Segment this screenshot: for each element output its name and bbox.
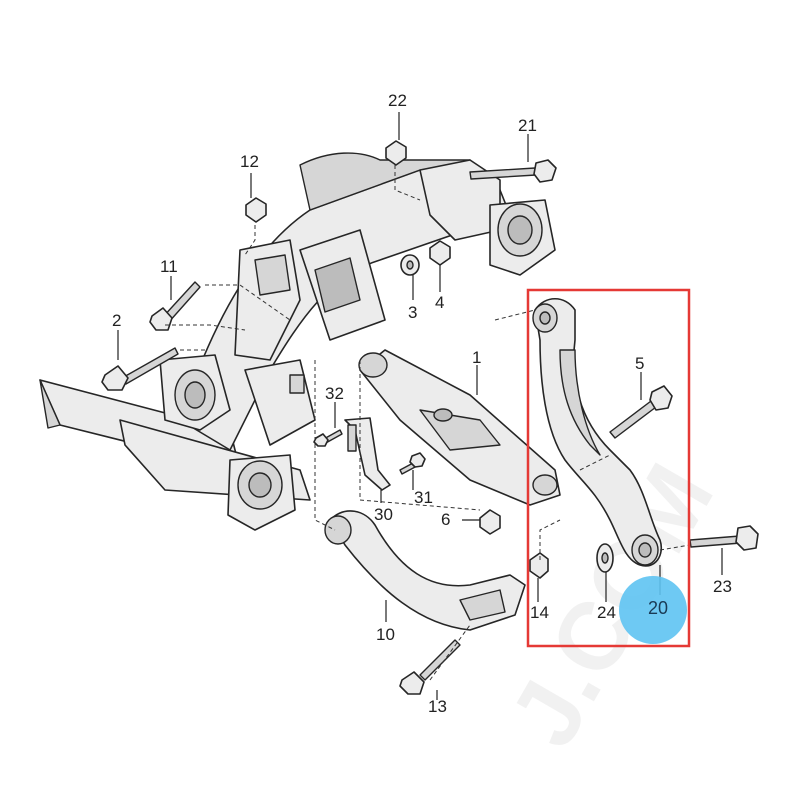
callout-4: 4 — [435, 293, 444, 312]
callout-5: 5 — [635, 354, 644, 373]
highlight-frame — [526, 288, 691, 648]
callout-1: 1 — [472, 348, 481, 367]
callout-13: 13 — [428, 697, 447, 716]
callout-3: 3 — [408, 303, 417, 322]
callout-23: 23 — [713, 577, 732, 596]
callout-21: 21 — [518, 116, 537, 135]
assembly-guide-lines — [165, 165, 691, 681]
fasteners — [101, 140, 759, 695]
callout-leaders — [117, 112, 723, 700]
callout-11: 11 — [160, 257, 178, 276]
callout-32: 32 — [325, 384, 344, 403]
callout-31: 31 — [414, 488, 433, 507]
callout-22: 22 — [388, 91, 407, 110]
callout-14: 14 — [530, 603, 549, 622]
callout-10: 10 — [376, 625, 395, 644]
callout-6: 6 — [441, 510, 450, 529]
part-1-control-arm — [358, 349, 561, 506]
callout-labels: 22 21 12 11 2 3 4 1 5 32 31 30 6 10 14 2… — [112, 91, 732, 716]
callout-24: 24 — [597, 603, 616, 622]
callout-20: 20 — [648, 598, 668, 618]
callout-2: 2 — [112, 311, 121, 330]
subframe — [39, 152, 556, 531]
part-20-trailing-link — [532, 297, 662, 567]
callout-12: 12 — [240, 152, 259, 171]
highlight-marker — [619, 576, 687, 644]
callout-30: 30 — [374, 505, 393, 524]
part-10-lower-arm — [324, 510, 526, 631]
